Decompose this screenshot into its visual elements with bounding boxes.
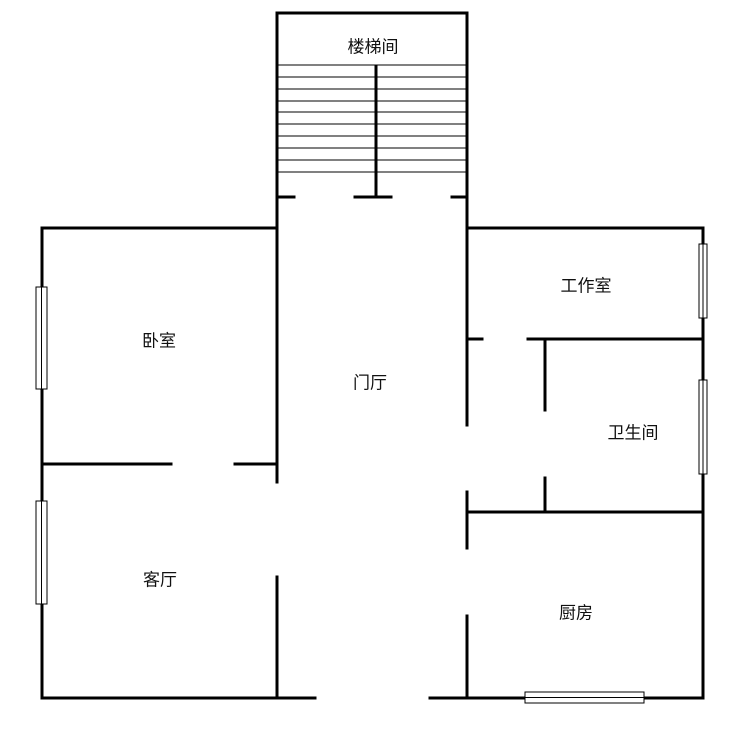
entrance-hall-label: 门厅 [353,373,387,394]
bedroom-label: 卧室 [142,331,176,352]
stair-treads [278,64,466,173]
study-label: 工作室 [560,276,612,297]
window-kitchen [524,691,645,704]
window-living-room [35,500,48,605]
stairwell-label: 楼梯间 [347,37,399,58]
stairwell [275,11,469,230]
window-bedroom [35,286,48,390]
windows [35,243,708,704]
bathroom-label: 卫生间 [607,423,659,444]
living-room-label: 客厅 [143,570,177,591]
interior-walls [40,226,705,700]
kitchen-label: 厨房 [559,603,593,624]
window-study [698,243,708,319]
window-bathroom [698,379,708,475]
